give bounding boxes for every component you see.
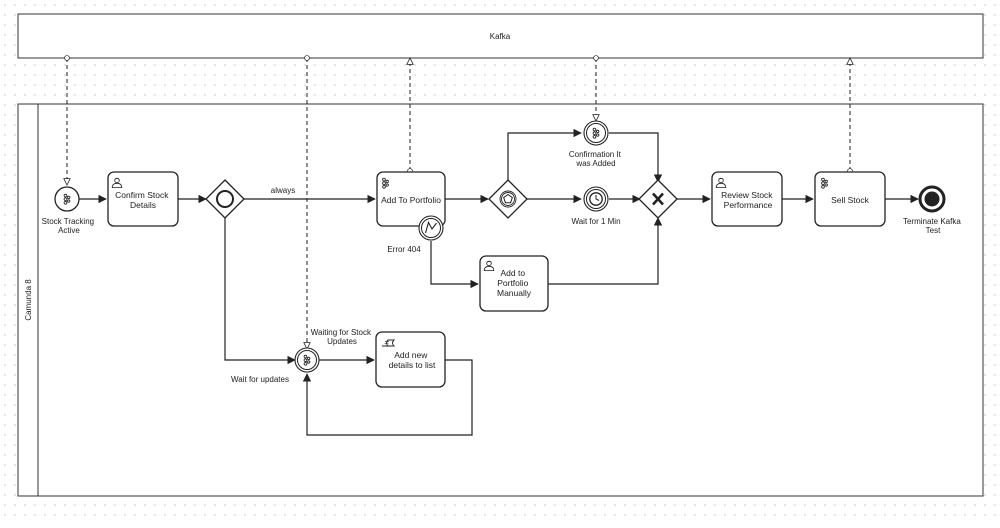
- task-add-portfolio-label: Add To Portfolio: [381, 195, 441, 205]
- flow-loop-back[interactable]: [302, 359, 473, 436]
- flow-error-to-manual[interactable]: [430, 241, 479, 289]
- task-add-details-label: Add new details to list: [389, 350, 436, 370]
- flow-confirmation-to-xor[interactable]: [609, 132, 663, 183]
- task-sell-label: Sell Stock: [831, 195, 870, 205]
- kafka-pool[interactable]: Kafka: [17, 13, 984, 59]
- start-event[interactable]: [54, 186, 80, 212]
- clock-icon: [589, 192, 603, 206]
- task-add-to-portfolio[interactable]: Add To Portfolio: [376, 171, 446, 227]
- flow-event-gateway-to-confirmation[interactable]: [507, 128, 582, 182]
- start-event-label: Stock Tracking Active: [42, 217, 97, 235]
- sequence-flows: [79, 128, 919, 436]
- intermediate-event-confirmation[interactable]: [583, 120, 609, 146]
- task-confirm-stock-details[interactable]: Confirm Stock Details: [107, 171, 179, 227]
- message-flows: [67, 58, 850, 349]
- flow-manual-to-xor[interactable]: [548, 217, 663, 285]
- flow-label-wait-for-updates: Wait for updates: [231, 375, 289, 384]
- inclusive-gateway[interactable]: [205, 179, 245, 219]
- task-review-label: Review Stock Performance: [721, 190, 775, 210]
- x-icon: [652, 192, 664, 206]
- task-sell-stock[interactable]: Sell Stock: [814, 171, 886, 227]
- end-event-label: Terminate Kafka Test: [903, 217, 963, 235]
- error-event-label: Error 404: [387, 245, 421, 254]
- timer-event-label: Wait for 1 Min: [571, 217, 620, 226]
- pentagon-icon: [503, 193, 513, 204]
- task-add-new-details[interactable]: Add new details to list: [375, 331, 446, 388]
- intermediate-event-timer[interactable]: [583, 186, 609, 212]
- script-icon: [382, 339, 396, 347]
- waiting-event-label: Waiting for Stock Updates: [311, 328, 373, 346]
- flow-label-always: always: [271, 186, 295, 195]
- kafka-pool-label: Kafka: [490, 32, 511, 41]
- flow-wait-for-updates[interactable]: [224, 218, 296, 365]
- camunda-pool-label: Camunda 8: [24, 279, 33, 321]
- script-icon-lines: [384, 341, 389, 344]
- task-add-to-portfolio-manually[interactable]: Add to Portfolio Manually: [479, 255, 549, 312]
- end-event-terminate[interactable]: [918, 185, 946, 213]
- confirmation-event-label: Confirmation It was Added: [569, 150, 623, 168]
- error-boundary-event[interactable]: [418, 215, 444, 241]
- exclusive-gateway[interactable]: [638, 179, 678, 219]
- intermediate-event-waiting-updates[interactable]: [294, 347, 320, 373]
- event-based-gateway[interactable]: [488, 179, 528, 219]
- lightning-icon: [424, 221, 437, 234]
- task-add-manual-label: Add to Portfolio Manually: [497, 268, 532, 298]
- task-confirm-label: Confirm Stock Details: [115, 190, 171, 210]
- task-review-stock-performance[interactable]: Review Stock Performance: [711, 171, 783, 227]
